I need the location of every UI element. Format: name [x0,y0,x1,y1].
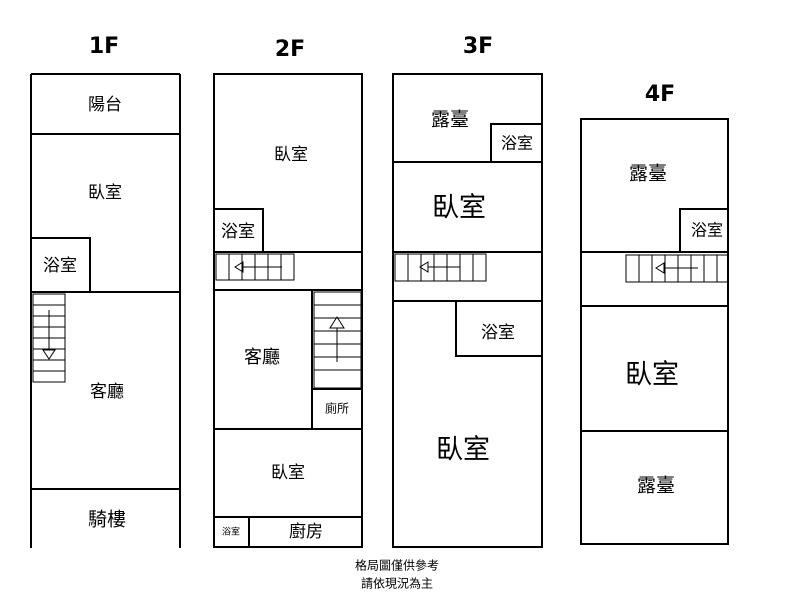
floor-2f-title: 2F [275,37,305,62]
arrow-down-icon [42,349,56,360]
room-bath-top: 浴室 [221,222,255,242]
room-bedroom: 臥室 [625,360,679,391]
arrow-left-icon [234,261,244,273]
floor-4f-title: 4F [645,82,675,107]
note-line-1: 格局圖僅供參考 [355,558,439,573]
note-line-2: 請依現況為主 [361,576,433,591]
room-terrace-top: 露臺 [629,163,667,185]
arrow-left-icon [655,262,665,274]
stairs-2f-horizontal [215,253,295,281]
floor-4f: 4F 露臺 浴室 臥室 露臺 [580,82,729,545]
room-bedroom: 臥室 [88,183,122,203]
room-bedroom-bottom: 臥室 [271,463,305,483]
room-kitchen: 廚房 [289,521,323,542]
floor-3f-title: 3F [463,34,493,59]
room-living: 客廳 [244,347,280,368]
room-bath: 浴室 [43,256,77,276]
room-terrace: 露臺 [431,109,469,131]
room-bedroom-top: 臥室 [432,193,486,224]
stairs-4f [625,254,729,283]
stairs-1f [32,293,66,383]
room-balcony: 陽台 [88,95,122,115]
stairs-3f [394,253,487,282]
arrow-left-icon [419,261,429,273]
room-toilet: 廁所 [325,401,349,416]
room-bedroom-bottom: 臥室 [436,435,490,466]
room-bath: 浴室 [691,221,723,240]
room-bath-top: 浴室 [501,134,533,153]
floor-1f-title: 1F [89,34,119,59]
arrow-up-icon [329,316,345,329]
room-bedroom-top: 臥室 [274,145,308,165]
floor-1f: 1F 陽台 臥室 浴室 客廳 騎樓 [30,34,181,548]
room-terrace-bottom: 露臺 [637,475,675,497]
room-living: 客廳 [90,382,124,402]
room-bath-small: 浴室 [222,526,240,538]
room-bath-mid: 浴室 [481,323,515,343]
floor-2f: 2F [213,37,363,548]
floor-3f: 3F 露臺 浴室 臥室 浴室 臥室 [392,34,543,548]
room-arcade: 騎樓 [88,509,126,531]
stairs-2f-vertical [313,291,362,389]
